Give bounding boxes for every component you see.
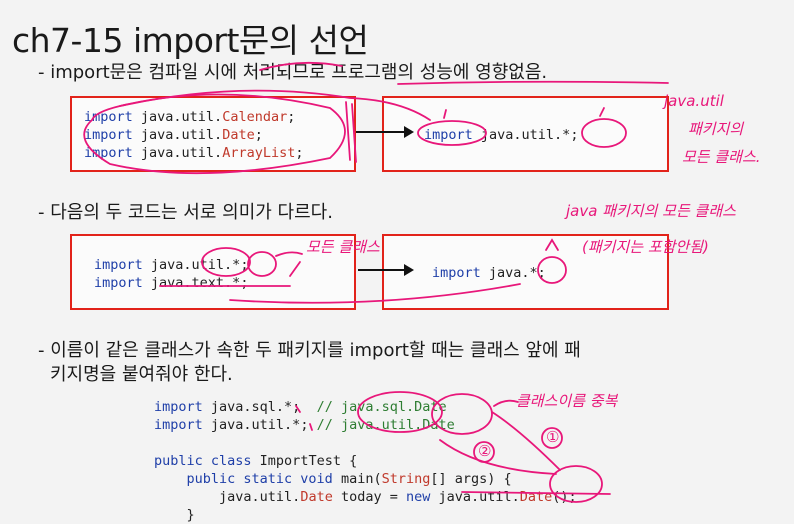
code-line: import java.util.*; // java.util.Date <box>154 417 455 433</box>
annotation: 클래스이름 중복 <box>516 392 618 410</box>
code-line: import java.util.ArrayList; <box>84 145 304 161</box>
bullet-3-continued: 키지명을 붙여줘야 한다. <box>50 364 233 385</box>
code-line: } <box>186 507 195 523</box>
code-line: import java.text.*; <box>94 275 249 291</box>
annotation-number: ① <box>546 428 560 446</box>
annotation: java 패키지의 모든 클래스 <box>566 202 736 220</box>
code-box-right-1: import java.util.*; <box>382 96 669 172</box>
page-title: ch7-15 import문의 선언 <box>12 21 369 60</box>
annotation-number: ② <box>478 442 492 460</box>
annotation: (패키지는 포함안됨) <box>582 238 709 256</box>
bullet-2: - 다음의 두 코드는 서로 의미가 다르다. <box>38 202 333 223</box>
code-line: import java.util.*; <box>424 127 579 143</box>
code-line: import java.util.Date; <box>84 127 263 143</box>
annotation: 모든 클래스 <box>306 238 380 256</box>
code-box-left-2: import java.util.*; import java.text.*; <box>70 234 356 310</box>
arrow-right-icon <box>356 126 414 138</box>
code-line: public static void main(String[] args) { <box>186 471 512 487</box>
code-box-left-1: import java.util.Calendar; import java.u… <box>70 96 356 172</box>
bullet-3: - 이름이 같은 클래스가 속한 두 패키지를 import할 때는 클래스 앞… <box>38 340 581 361</box>
code-line: public class ImportTest { <box>154 453 358 469</box>
code-line: import java.util.Calendar; <box>84 109 296 125</box>
annotation: 패키지의 <box>688 120 744 138</box>
bullet-1: - import문은 컴파일 시에 처리되므로 프로그램의 성능에 영향없음. <box>38 62 548 83</box>
code-line: java.util.Date today = new java.util.Dat… <box>219 489 577 505</box>
code-line: import java.*; <box>432 265 546 281</box>
code-line: import java.util.*; <box>94 257 249 273</box>
code-block-import-test: import java.sql.*; // java.sql.Date impo… <box>154 398 577 524</box>
annotation: java.util <box>664 92 724 110</box>
annotation: 모든 클래스. <box>682 148 761 166</box>
arrow-right-icon <box>358 264 414 276</box>
code-line: import java.sql.*; // java.sql.Date <box>154 399 447 415</box>
